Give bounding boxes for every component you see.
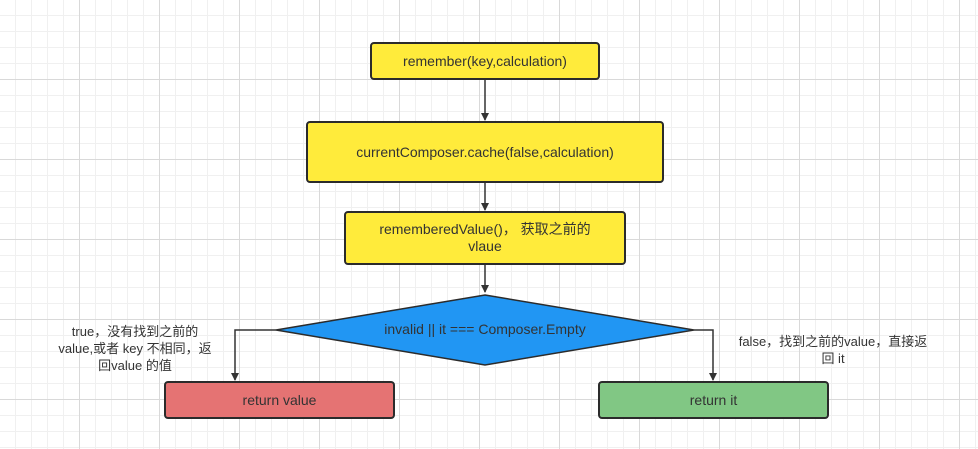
return-it-node: return it (598, 381, 829, 419)
decision-label: invalid || it === Composer.Empty (384, 321, 586, 337)
cache-node: currentComposer.cache(false,calculation) (306, 121, 664, 183)
remember-label: remember(key,calculation) (403, 52, 567, 69)
true-label-line1: true，没有找到之前的 (71, 324, 199, 339)
return-it-label: return it (689, 391, 738, 408)
false-branch-label: false，找到之前的value，直接返 回 it (722, 333, 944, 367)
remembered-label-line2: vlaue (468, 238, 502, 254)
decision-diamond (275, 294, 695, 366)
cache-label: currentComposer.cache(false,calculation) (356, 143, 614, 160)
false-label-line2: 回 it (821, 351, 845, 366)
return-value-label: return value (242, 391, 317, 408)
remembered-value-node: rememberedValue()， 获取之前的 vlaue (344, 211, 626, 265)
true-label-line3: 回value 的值 (98, 358, 172, 373)
true-branch-label: true，没有找到之前的 value,或者 key 不相同，返 回value 的… (40, 323, 230, 374)
true-label-line2: value,或者 key 不相同，返 (58, 341, 212, 356)
remembered-label-line1: rememberedValue()， 获取之前的 (379, 221, 591, 237)
edge-true-branch (231, 329, 276, 381)
edge-false-branch (694, 329, 717, 381)
false-label-line1: false，找到之前的value，直接返 (738, 334, 928, 349)
remember-node: remember(key,calculation) (370, 42, 600, 80)
return-value-node: return value (164, 381, 395, 419)
